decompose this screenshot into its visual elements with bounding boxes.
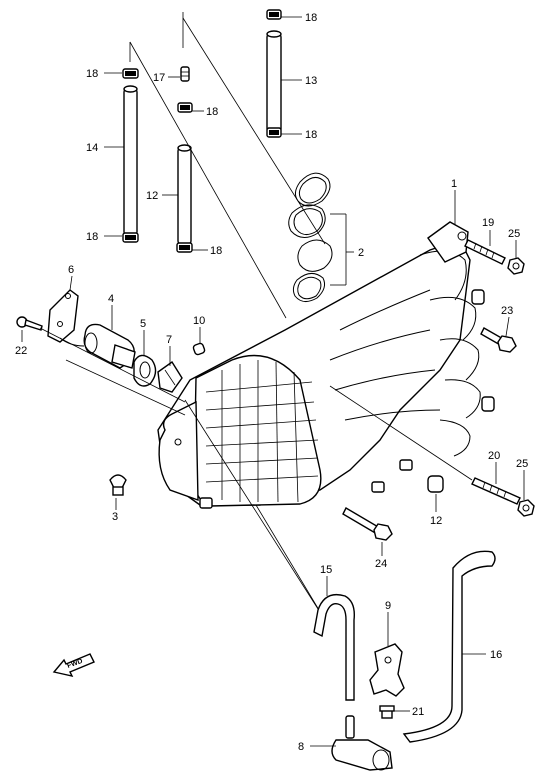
clamp-18-hose14-bottom [122,232,139,243]
bracket-9 [369,612,405,697]
callout-4: 4 [108,293,114,305]
hose-15 [313,593,355,701]
bolt-22 [16,316,43,331]
callout-18: 18 [86,231,98,243]
callout-21: 21 [412,706,424,718]
clamp-18-hose14-top [122,68,139,79]
callout-19: 19 [482,217,494,229]
callout-5: 5 [140,318,146,330]
callout-7: 7 [166,334,172,346]
callout-13: 13 [305,75,317,87]
valve-8 [331,715,393,771]
callout-18: 18 [305,129,317,141]
callout-9: 9 [385,600,391,612]
part-7 [157,360,183,393]
callout-25: 25 [516,458,528,470]
callout-17: 17 [153,72,165,84]
callout-6: 6 [68,264,74,276]
callout-2: 2 [358,247,364,259]
clamp-18-mid [177,102,193,113]
hose-16 [402,550,496,743]
hose-13 [266,30,282,133]
hose-14 [123,85,138,236]
callout-3: 3 [112,511,118,523]
callout-24: 24 [375,558,387,570]
callout-1: 1 [451,178,457,190]
nut-25-top [507,257,525,275]
clamp-18-top [266,9,282,20]
callout-18: 18 [305,12,317,24]
plug-3 [109,474,127,496]
bolt-21 [379,705,395,719]
bolt-23 [480,327,517,353]
callout-22: 22 [15,345,27,357]
callout-16: 16 [490,649,502,661]
callout-10: 10 [193,315,205,327]
clamp-18-hose12-bottom [176,242,193,253]
callout-8: 8 [298,741,304,753]
callout-25: 25 [508,228,520,240]
callout-18: 18 [86,68,98,80]
valve-4 [59,323,136,369]
gasket-2 [288,172,333,302]
plug-17 [180,66,190,82]
stud-20 [471,477,521,505]
callout-15: 15 [320,564,332,576]
bolt-24 [342,507,393,541]
callout-12: 12 [146,190,158,202]
nut-25-bottom [517,499,535,517]
callout-18: 18 [210,245,222,257]
hose-12-upper [177,144,192,245]
callout-23: 23 [501,305,513,317]
stud-19 [464,239,506,265]
callout-20: 20 [488,450,500,462]
pin-10 [192,342,206,356]
clamp-18-hose13-bottom [266,127,282,138]
callout-18: 18 [206,106,218,118]
callout-14: 14 [86,142,98,154]
fwd-arrow-icon: FWD [52,653,95,678]
callout-12: 12 [430,515,442,527]
intake-manifest-1 [157,221,495,509]
